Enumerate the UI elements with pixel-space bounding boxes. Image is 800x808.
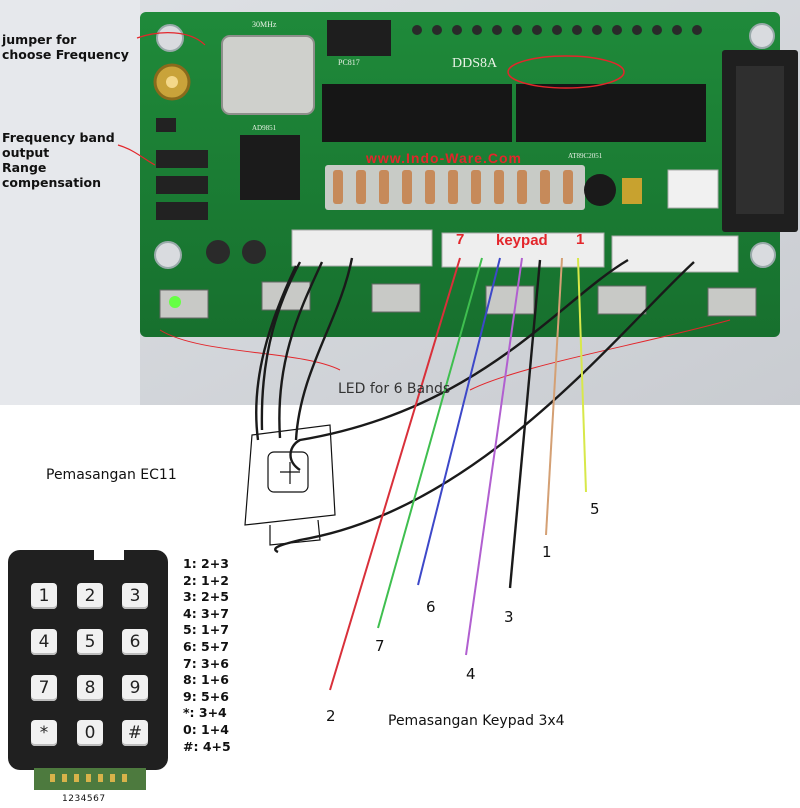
keypad-key-8: 8 [77,675,103,701]
website-label: www.Indo-Ware.Com [366,150,522,166]
keypad-key-5: 5 [77,629,103,655]
keypad-key-2: 2 [77,583,103,609]
key-mapping-item: 3: 2+5 [183,589,229,605]
key-mapping-item: 2: 1+2 [183,572,229,588]
key-mapping-item: 9: 5+6 [183,688,229,704]
key-mapping-item: 5: 1+7 [183,622,229,638]
wire-green [377,257,483,629]
key-mapping-item: #: 4+5 [183,738,231,754]
chip-label: AD9851 [252,124,277,132]
keypad-caption: Pemasangan Keypad 3x4 [388,713,565,729]
encoder-connector [291,229,433,267]
wire-purple [465,257,523,656]
keypad-key-hash: # [122,720,148,746]
key-mapping-item: 6: 5+7 [183,638,229,654]
keypad-key-0: 0 [77,720,103,746]
crystal-label: 30MHz [252,20,277,29]
keypad-pin-numbers: 1234567 [62,794,106,804]
key-mapping-item: 0: 1+4 [183,721,229,737]
jumper-annotation: jumper for choose Frequency [2,32,129,62]
dip-ic-right [516,84,706,142]
keypad-key-7: 7 [31,675,57,701]
led-bands-annotation: LED for 6 Bands [338,381,451,397]
keypad-key-9: 9 [122,675,148,701]
wire-number-1: 1 [542,543,552,561]
key-mapping-item: 1: 2+3 [183,556,229,571]
pin-seven-label: 7 [456,231,465,248]
key-mapping-item: 8: 1+6 [183,672,229,688]
keypad-key-1: 1 [31,583,57,609]
encoder-ec11 [244,424,336,546]
key-mapping-item: 4: 3+7 [183,605,229,621]
keypad-key-3: 3 [122,583,148,609]
wire-number-3: 3 [504,608,514,626]
key-mapping-item: *: 3+4 [183,705,227,721]
ec11-caption: Pemasangan EC11 [46,467,177,483]
dip-ic-left [322,84,512,142]
key-mapping-item: 7: 3+6 [183,655,229,671]
keypad-key-6: 6 [122,629,148,655]
ic2-label: AT89C2051 [568,152,603,160]
pin-one-label: 1 [576,231,585,248]
wire-number-5: 5 [590,500,600,518]
wire-black [508,259,542,589]
wire-number-4: 4 [466,665,476,683]
key-mapping-list: 1: 2+3 2: 1+2 3: 2+5 4: 3+7 5: 1+7 6: 5+… [183,556,231,755]
wire-tan [545,257,563,536]
keypad-key-star: * [31,720,57,746]
wire-number-2: 2 [326,707,336,725]
wire-red [329,257,461,691]
dds-chip [240,135,300,200]
ic-label: PC817 [338,58,360,67]
keypad-label: keypad [496,232,548,249]
keypad-connector [441,232,605,268]
keypad-wires [329,257,587,691]
keypad-key-4: 4 [31,629,57,655]
frequency-band-annotation: Frequency band output Range compensation [2,130,115,190]
crystal-oscillator [221,35,315,115]
wire-number-7: 7 [375,637,385,655]
wire-number-6: 6 [426,598,436,616]
wire-yellow [577,257,587,493]
board-name: DDS8A [452,56,498,71]
wire-blue [417,257,501,586]
